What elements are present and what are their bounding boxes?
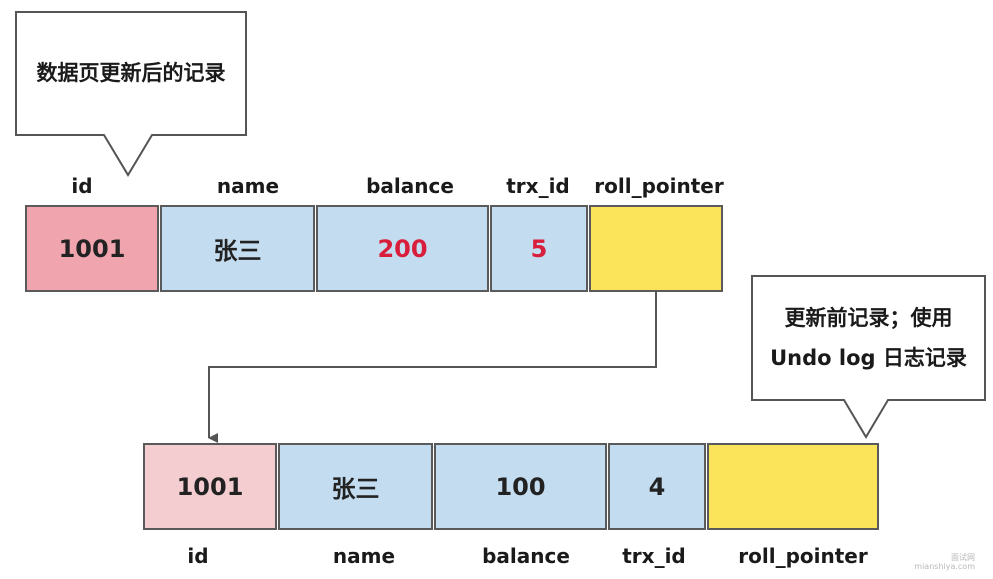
- top-header-id: id: [71, 174, 93, 198]
- top-cell-id: 1001: [25, 205, 159, 292]
- bottom-cell-roll-pointer: [707, 443, 879, 530]
- bottom-callout-line-2: Undo log 日志记录: [770, 346, 967, 370]
- bottom-cell-balance: 100: [434, 443, 607, 530]
- roll-pointer-link: [208, 292, 657, 443]
- bottom-header-trx-id: trx_id: [622, 544, 686, 568]
- watermark: 面试网 mianshiya.com: [914, 553, 975, 571]
- watermark-line-1: 面试网: [951, 553, 975, 562]
- bottom-callout-bubble: [751, 275, 986, 439]
- bottom-header-id: id: [187, 544, 209, 568]
- top-header-name: name: [216, 174, 280, 198]
- bottom-cell-trx-id: 4: [608, 443, 706, 530]
- bottom-header-roll-pointer: roll_pointer: [738, 544, 868, 568]
- top-cell-trx-id: 5: [490, 205, 588, 292]
- top-header-trx-id: trx_id: [506, 174, 570, 198]
- top-cell-balance: 200: [316, 205, 489, 292]
- bottom-callout-line-1: 更新前记录；使用: [784, 306, 953, 330]
- top-callout-bubble: [15, 11, 247, 177]
- top-callout-text: 数据页更新后的记录: [36, 61, 226, 85]
- top-cell-roll-pointer: [589, 205, 723, 292]
- top-header-roll-pointer: roll_pointer: [594, 174, 724, 198]
- bottom-callout-text: 更新前记录；使用 Undo log 日志记录: [752, 298, 985, 378]
- bottom-cell-name: 张三: [278, 443, 433, 530]
- watermark-line-2: mianshiya.com: [914, 562, 975, 571]
- bottom-header-name: name: [332, 544, 396, 568]
- bottom-cell-id: 1001: [143, 443, 277, 530]
- top-cell-name: 张三: [160, 205, 315, 292]
- bottom-header-balance: balance: [482, 544, 570, 568]
- top-header-balance: balance: [366, 174, 454, 198]
